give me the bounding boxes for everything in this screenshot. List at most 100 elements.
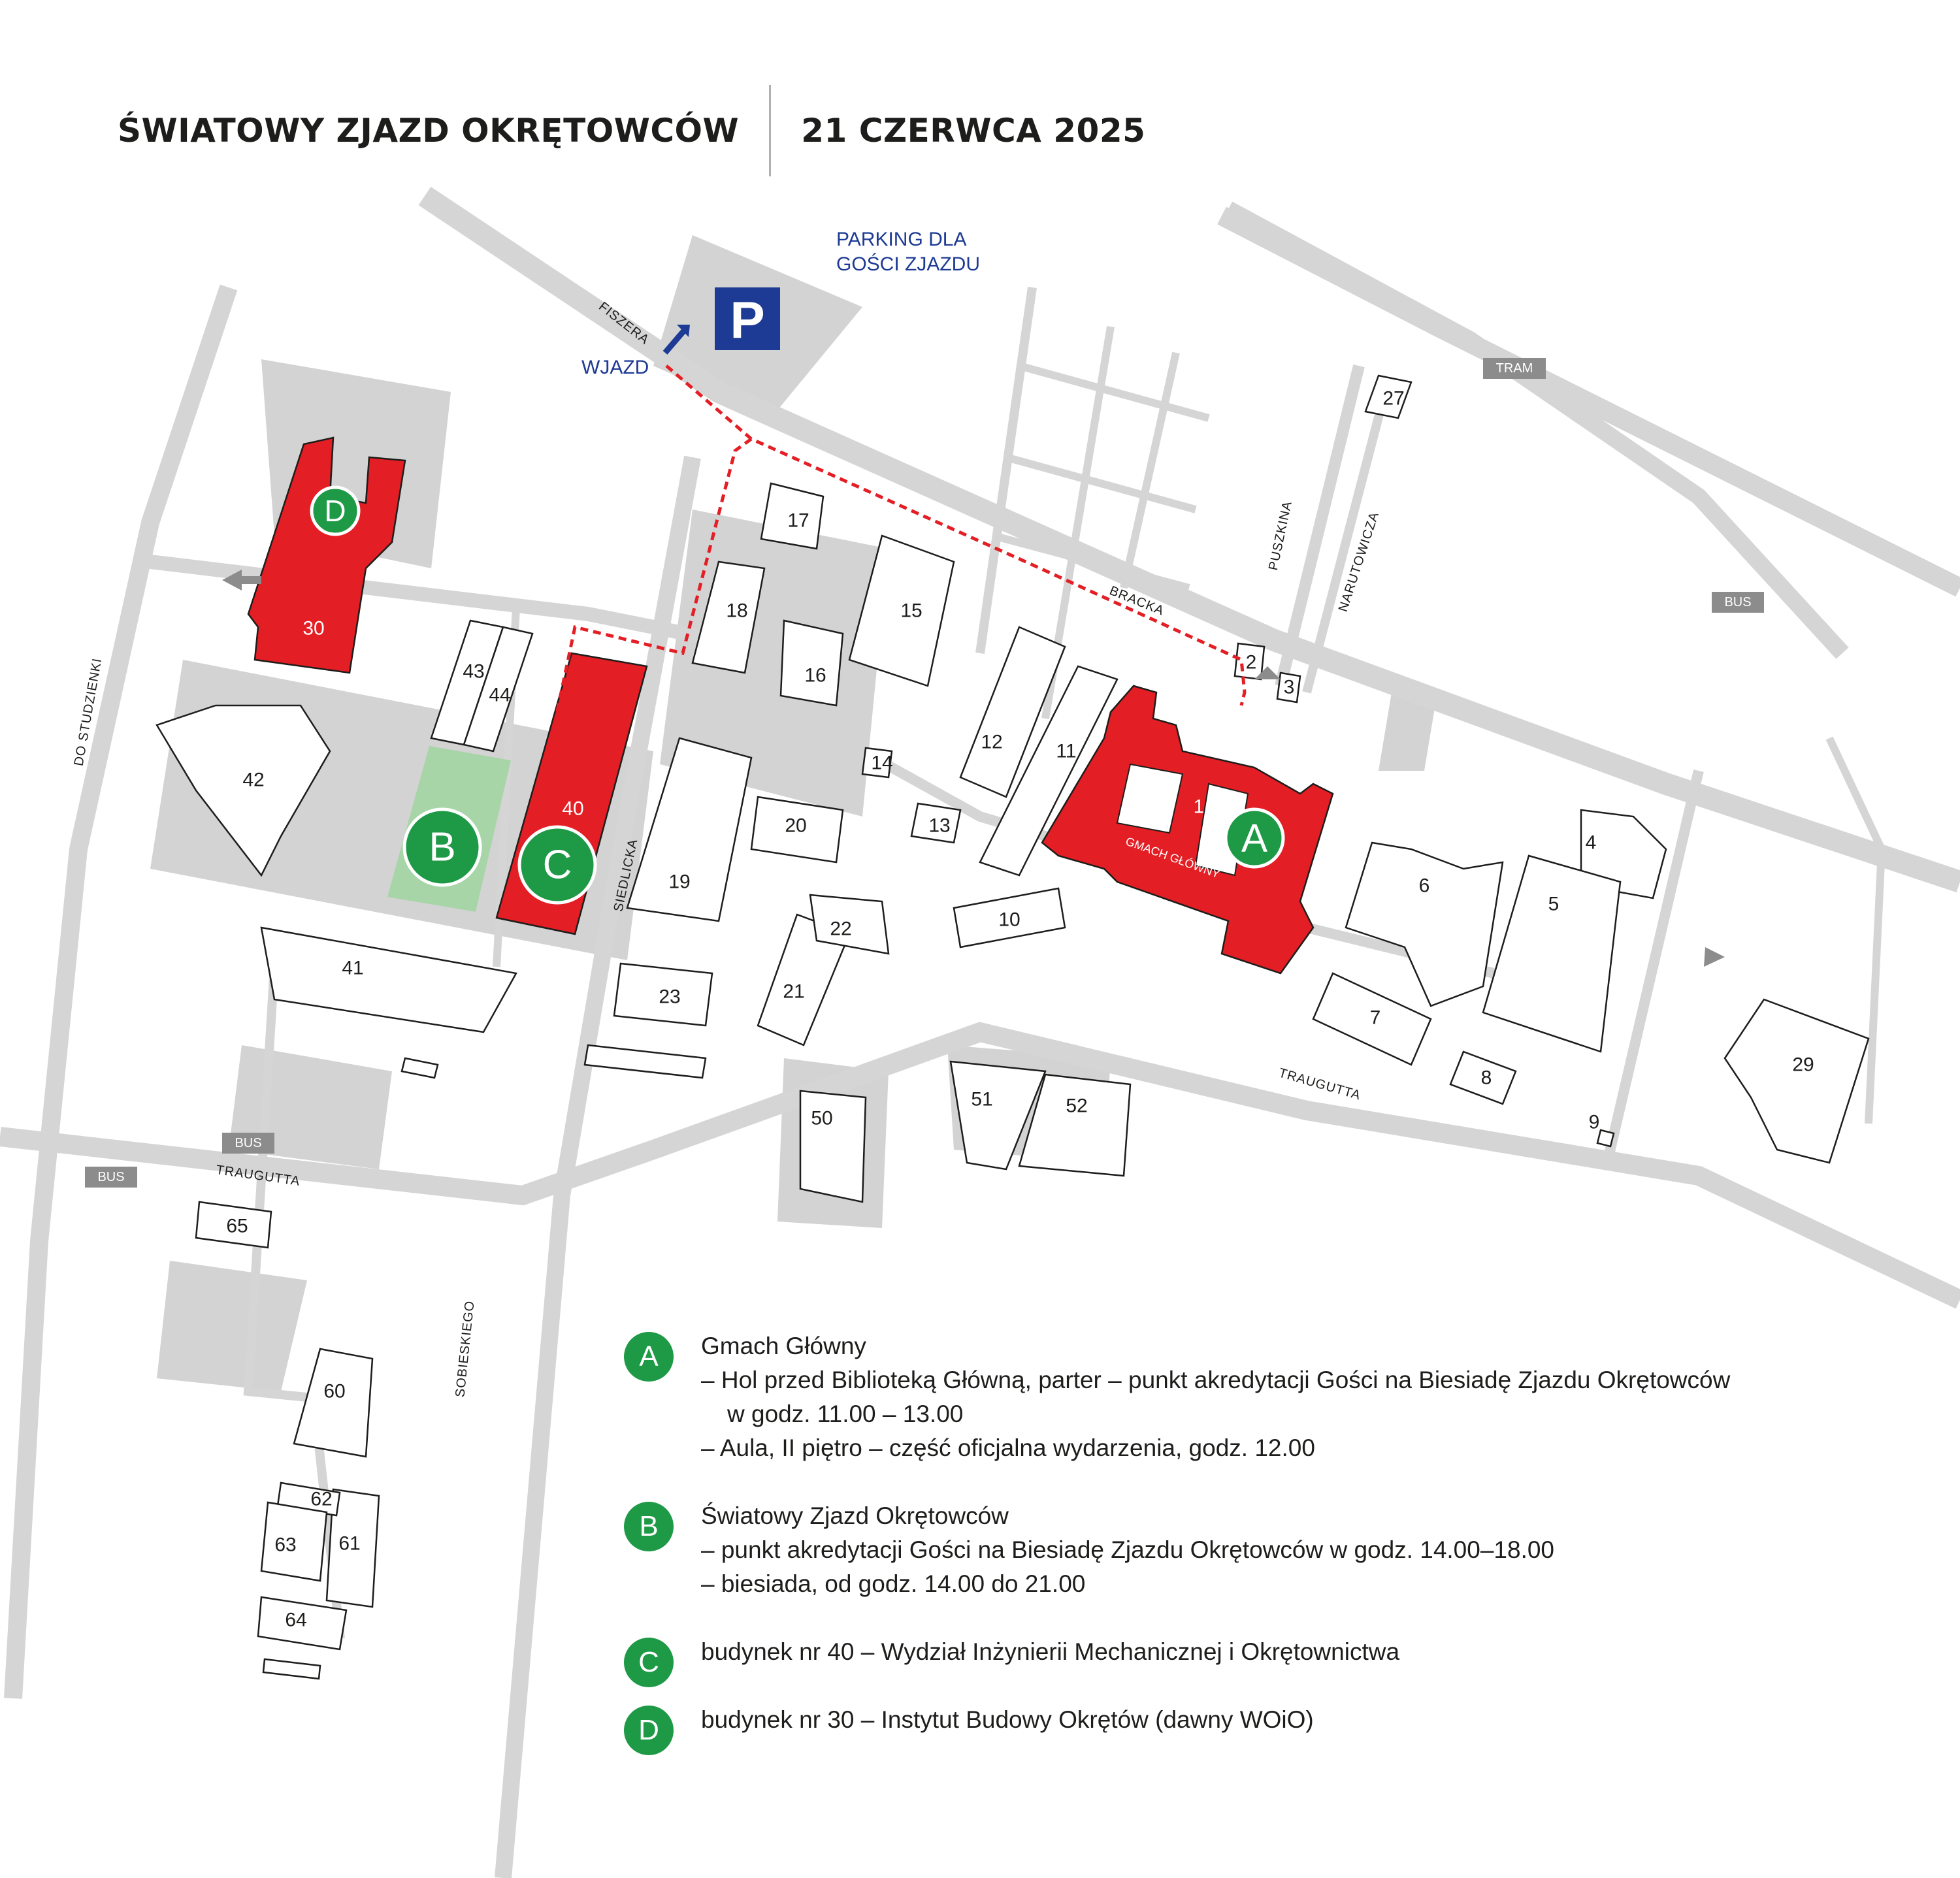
building-13	[910, 802, 962, 844]
legend-badge-a: A	[624, 1332, 674, 1382]
svg-text:SOBIESKIEGO: SOBIESKIEGO	[453, 1300, 477, 1398]
building-number: 41	[342, 958, 363, 979]
legend-badge-b: B	[624, 1502, 674, 1551]
svg-text:D: D	[324, 494, 346, 528]
legend-title: budynek nr 40 – Wydział Inżynierii Mecha…	[701, 1638, 1400, 1665]
building-64	[257, 1596, 348, 1651]
building-1-gmach-glowny	[1041, 685, 1334, 975]
building-9	[1596, 1129, 1615, 1148]
tram-stop: TRAM	[1483, 358, 1546, 379]
building-number: 62	[310, 1489, 332, 1510]
building-number: 63	[274, 1534, 296, 1556]
building-3	[1276, 672, 1301, 704]
road-fiszera-bracka	[418, 186, 1960, 893]
building-44	[463, 626, 534, 753]
building-number: 12	[981, 732, 1002, 753]
building-number: 17	[787, 510, 809, 532]
bus-stop: BUS	[85, 1167, 137, 1188]
building-65	[195, 1201, 272, 1249]
svg-text:TRAM: TRAM	[1496, 361, 1533, 376]
building-29	[1723, 998, 1870, 1164]
building-number: 10	[998, 909, 1020, 931]
building-number: 42	[242, 769, 264, 791]
building-19	[626, 737, 753, 922]
building-numbers: 1 2 3 4 5 6 7 8 9 10 11 12 13 14 15 16 1…	[226, 388, 1814, 1631]
building-number: 61	[338, 1533, 360, 1555]
legend-item-a: A Gmach Główny – Hol przed Biblioteką Gł…	[624, 1329, 1924, 1465]
building-22	[809, 894, 890, 955]
legend-line: – Hol przed Biblioteką Główną, parter – …	[701, 1367, 1731, 1393]
building-number: 29	[1792, 1054, 1814, 1076]
map-legend: A Gmach Główny – Hol przed Biblioteką Gł…	[624, 1323, 1924, 1771]
building-50	[799, 1090, 867, 1203]
legend-line: – punkt akredytacji Gości na Biesiadę Zj…	[701, 1536, 1555, 1563]
building-number: 9	[1589, 1112, 1600, 1133]
parking-label-line2: GOŚCI ZJAZDU	[836, 253, 980, 275]
building-number: 3	[1284, 677, 1295, 698]
event-date: 21 CZERWCA 2025	[801, 112, 1146, 150]
road-traugutta	[0, 1022, 1960, 1309]
entrance-arrow-icon	[662, 328, 687, 355]
building-number: 11	[1056, 741, 1076, 762]
building-number: 14	[871, 753, 892, 774]
marker-c: C	[517, 825, 597, 905]
building-52	[1018, 1073, 1132, 1177]
building-7	[1312, 972, 1432, 1066]
building-number: 60	[323, 1381, 345, 1402]
building-5	[1482, 854, 1622, 1053]
building-60	[293, 1348, 374, 1458]
building-number: 6	[1419, 875, 1430, 897]
building-number: 4	[1586, 832, 1597, 854]
building-41	[260, 926, 517, 1033]
svg-text:BUS: BUS	[235, 1136, 261, 1150]
building-number: 15	[900, 600, 922, 622]
building-10	[953, 887, 1066, 948]
building-6	[1345, 841, 1504, 1007]
svg-text:BUS: BUS	[1724, 595, 1751, 609]
building-number: 27	[1382, 388, 1404, 410]
building-number: 1	[1194, 796, 1205, 818]
building-number: 18	[726, 600, 747, 622]
building-63	[260, 1501, 328, 1582]
parking-label-line1: PARKING DLA	[836, 229, 967, 250]
page-header: ŚWIATOWY ZJAZD OKRĘTOWCÓW 21 CZERWCA 202…	[118, 85, 1146, 176]
building-11	[979, 665, 1119, 877]
building-number: 20	[785, 815, 806, 837]
building-number: 8	[1481, 1067, 1492, 1089]
building-number: 22	[830, 918, 851, 940]
legend-item-d: D budynek nr 30 – Instytut Budowy Okrętó…	[624, 1703, 1924, 1755]
legend-badge-d: D	[624, 1706, 674, 1755]
svg-text:A: A	[1241, 817, 1267, 860]
building-number: 43	[463, 661, 484, 683]
building-23	[613, 962, 713, 1027]
bus-stop: BUS	[1712, 592, 1764, 613]
buildings	[155, 374, 1870, 1680]
walking-route	[511, 364, 1247, 896]
marker-b: B	[402, 807, 482, 887]
building-8	[1449, 1050, 1517, 1105]
svg-text:BUS: BUS	[97, 1170, 124, 1184]
legend-item-b: B Światowy Zjazd Okrętowców – punkt akre…	[624, 1499, 1924, 1601]
building-number: 21	[783, 981, 804, 1003]
building-number: 30	[302, 618, 324, 639]
building-61	[325, 1488, 380, 1608]
svg-text:C: C	[543, 843, 572, 888]
building-number: 50	[811, 1108, 832, 1129]
building-number: 51	[971, 1089, 992, 1110]
legend-item-c: C budynek nr 40 – Wydział Inżynierii Mec…	[624, 1635, 1924, 1687]
bus-stop: BUS	[222, 1133, 274, 1154]
svg-text:PUSZKINA: PUSZKINA	[1266, 500, 1295, 572]
legend-title: Światowy Zjazd Okrętowców	[701, 1502, 1009, 1529]
building-18	[691, 560, 766, 674]
legend-line: – Aula, II piętro – część oficjalna wyda…	[701, 1434, 1315, 1461]
legend-line: w godz. 11.00 – 13.00	[727, 1400, 964, 1427]
marker-d: D	[310, 485, 361, 536]
arrow-right-icon	[1704, 947, 1725, 967]
marker-a: A	[1224, 807, 1285, 869]
legend-badge-c: C	[624, 1638, 674, 1687]
road-sobieskiego	[495, 455, 701, 1878]
building-14	[861, 747, 893, 779]
arrow-up-icon	[1254, 666, 1281, 679]
building-27	[1364, 374, 1413, 419]
